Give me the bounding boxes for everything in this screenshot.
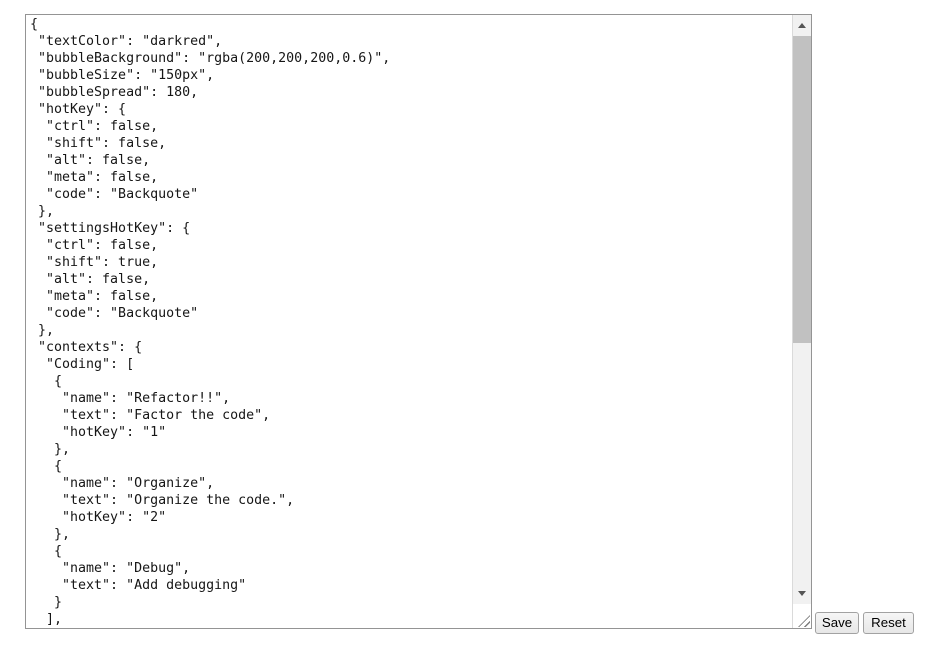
scrollbar-thumb[interactable] bbox=[793, 36, 811, 343]
scroll-up-icon bbox=[798, 23, 806, 28]
scrollbar-track[interactable] bbox=[793, 15, 811, 604]
settings-json-textarea[interactable]: { "textColor": "darkred", "bubbleBackgro… bbox=[25, 14, 812, 629]
scroll-down-icon bbox=[798, 591, 806, 596]
save-button[interactable]: Save bbox=[815, 612, 859, 634]
scroll-down-button[interactable] bbox=[793, 583, 811, 604]
resize-handle-icon[interactable] bbox=[798, 615, 810, 627]
scrollbar-corner bbox=[793, 604, 811, 628]
scroll-up-button[interactable] bbox=[793, 15, 811, 36]
scrollbar-column bbox=[792, 15, 811, 628]
json-config-text: { "textColor": "darkred", "bubbleBackgro… bbox=[30, 17, 391, 627]
reset-button[interactable]: Reset bbox=[863, 612, 914, 634]
